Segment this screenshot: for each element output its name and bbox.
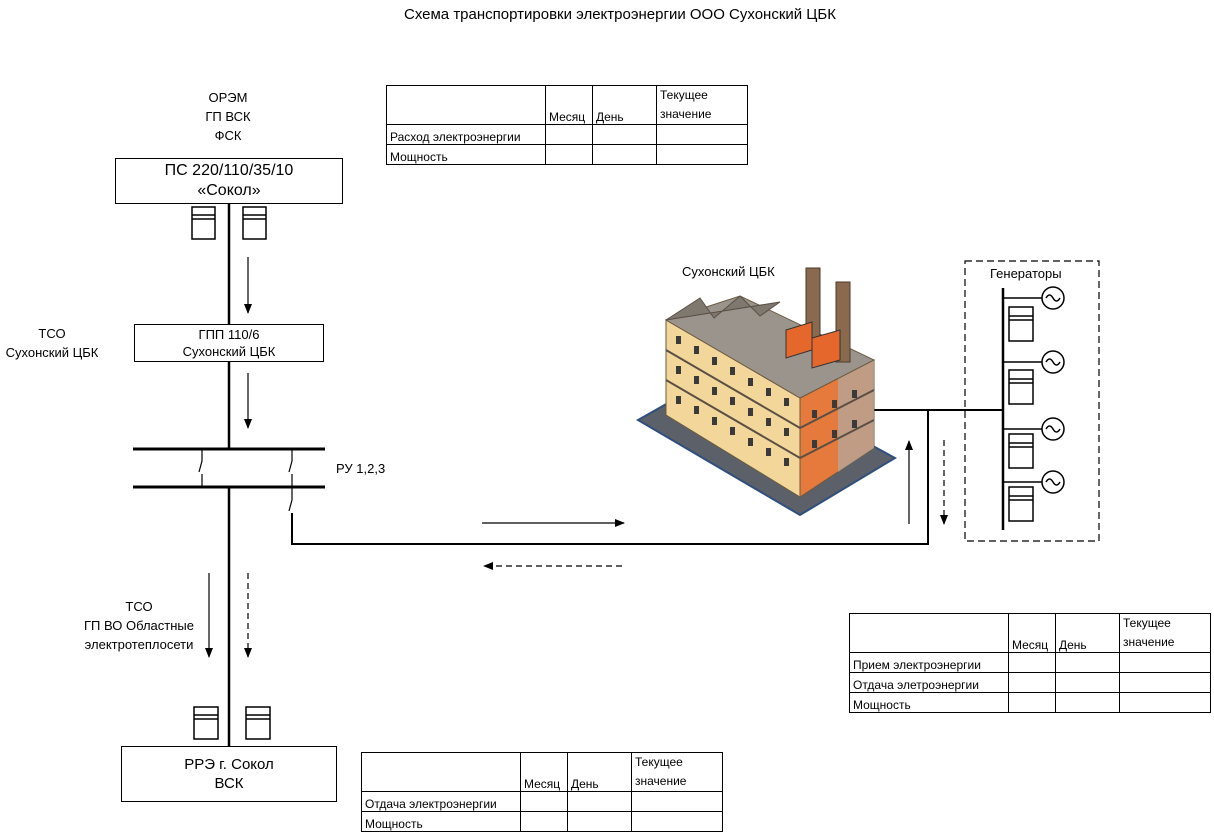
table-cell	[631, 811, 723, 832]
table-header-cell: Месяц	[1008, 613, 1056, 653]
table-right: Месяц День Текущее значение Прием электр…	[849, 613, 1211, 713]
table-bottom: Месяц День Текущее значение Отдача элект…	[361, 752, 723, 832]
generators-label: Генераторы	[990, 266, 1062, 281]
table-row-label: Отдача элетроэнергии	[849, 672, 1009, 693]
table-cell	[545, 144, 593, 165]
table-row-label: Мощность	[386, 144, 546, 165]
tso-left-line2: Сухонский ЦБК	[5, 345, 99, 360]
generator-branch	[1003, 417, 1065, 469]
table-header-cell: Текущее значение	[631, 752, 723, 792]
substation-line1: ПС 220/110/35/10	[164, 162, 294, 179]
table-row-label: Расход электроэнергии	[386, 124, 546, 145]
table-row: Мощность	[361, 811, 723, 832]
table-cell	[592, 144, 657, 165]
tso-bottom-line3: электротеплосети	[84, 637, 194, 652]
tso-bottom-line2: ГП ВО Областные	[84, 618, 194, 633]
table-cell	[1008, 672, 1056, 693]
table-row-label: Мощность	[849, 692, 1009, 713]
table-row-label: Отдача электроэнергии	[361, 791, 521, 812]
table-header-cell: День	[1055, 613, 1120, 653]
meter-icon	[242, 206, 267, 240]
table-cell	[1119, 692, 1211, 713]
top-source-line2: ГП ВСК	[205, 109, 251, 124]
table-header-cell: Месяц	[520, 752, 568, 792]
meter-icon	[193, 706, 219, 740]
generator-branch	[1003, 470, 1065, 522]
diagram-title: Схема транспортировки электроэнергии ООО…	[403, 6, 836, 23]
table-cell	[1008, 692, 1056, 713]
top-source-label: ОРЭМ ГП ВСК ФСК	[178, 88, 278, 145]
table-row: Прием электроэнергии	[849, 652, 1211, 673]
table-header-cell: Текущее значение	[1119, 613, 1211, 653]
table-header-cell: Месяц	[545, 85, 593, 125]
tso-bottom-line1: ТСО	[125, 599, 153, 614]
top-source-line1: ОРЭМ	[208, 90, 248, 105]
table-header-cell: Текущее значение	[656, 85, 748, 125]
gpp-line2: Сухонский ЦБК	[182, 344, 276, 359]
table-cell	[1055, 692, 1120, 713]
rre-line2: ВСК	[214, 775, 244, 792]
table-cell	[592, 124, 657, 145]
generator-branch	[1003, 286, 1065, 342]
plant-feeder-line	[291, 410, 929, 545]
table-row: Мощность	[386, 144, 748, 165]
gpp-box: ГПП 110/6 Сухонский ЦБК	[134, 324, 324, 362]
table-cell	[656, 124, 748, 145]
meter-icon	[191, 206, 216, 240]
table-header-cell	[849, 613, 1009, 653]
plant-label: Сухонский ЦБК	[682, 264, 775, 279]
table-row: Отдача элетроэнергии	[849, 672, 1211, 693]
table-row: Отдача электроэнергии	[361, 791, 723, 812]
rre-box: РРЭ г. Сокол ВСК	[121, 746, 337, 802]
switch-icon	[288, 487, 293, 512]
switch-icon	[198, 449, 203, 487]
rre-line1: РРЭ г. Сокол	[184, 756, 274, 773]
table-cell	[1119, 672, 1211, 693]
table-cell	[656, 144, 748, 165]
ru-label: РУ 1,2,3	[336, 461, 386, 476]
table-header-cell	[386, 85, 546, 125]
table-cell	[567, 811, 632, 832]
table-cell	[1055, 652, 1120, 673]
table-cell	[1119, 652, 1211, 673]
table-row-label: Прием электроэнергии	[849, 652, 1009, 673]
table-row: Мощность	[849, 692, 1211, 713]
table-row: Расход электроэнергии	[386, 124, 748, 145]
substation-line2: «Сокол»	[197, 182, 261, 199]
table-cell	[567, 791, 632, 812]
table-header-cell	[361, 752, 521, 792]
meter-icon	[245, 706, 271, 740]
generators-frame	[964, 260, 1100, 542]
table-top: Месяц День Текущее значение Расход элект…	[386, 85, 748, 165]
table-cell	[545, 124, 593, 145]
table-row-label: Мощность	[361, 811, 521, 832]
table-cell	[631, 791, 723, 812]
table-cell	[1055, 672, 1120, 693]
generator-branch	[1003, 350, 1065, 405]
table-cell	[520, 791, 568, 812]
table-header-cell: День	[592, 85, 657, 125]
gpp-line1: ГПП 110/6	[198, 327, 260, 342]
tso-left-label: ТСО Сухонский ЦБК	[0, 324, 104, 362]
switch-icon	[288, 449, 293, 487]
top-source-line3: ФСК	[214, 128, 242, 143]
tso-bottom-label: ТСО ГП ВО Областные электротеплосети	[64, 597, 214, 654]
substation-box: ПС 220/110/35/10 «Сокол»	[115, 158, 343, 204]
factory-icon	[635, 267, 898, 517]
table-header-cell: День	[567, 752, 632, 792]
table-cell	[520, 811, 568, 832]
tso-left-line1: ТСО	[38, 326, 66, 341]
table-cell	[1008, 652, 1056, 673]
